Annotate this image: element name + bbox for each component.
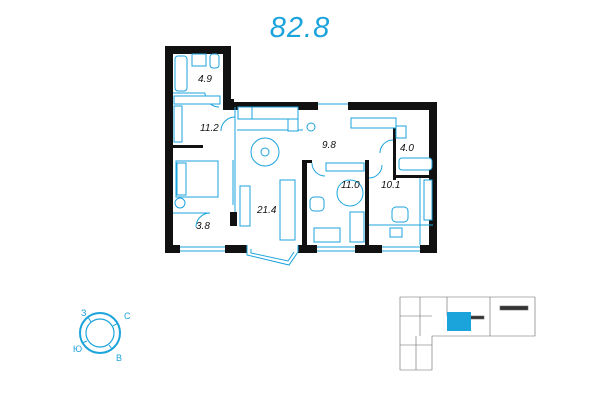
room-labels: 4.9 11.2 3.8 21.4 9.8 11.0 10.1 4.0 xyxy=(196,74,414,232)
dining-table-icon xyxy=(250,137,280,167)
interior-lines xyxy=(173,92,433,245)
wardrobe-icon xyxy=(350,117,397,129)
stove-icon xyxy=(287,118,299,132)
current-apartment-highlight xyxy=(447,312,471,331)
radiator-icon xyxy=(423,179,433,221)
sink-icon xyxy=(191,53,207,67)
armchair-icon xyxy=(391,206,409,223)
compass: З С В Ю xyxy=(73,308,131,363)
washer-icon xyxy=(306,122,316,132)
room-area-label: 3.8 xyxy=(196,221,210,232)
room-area-label: 21.4 xyxy=(256,205,277,216)
wardrobe-icon xyxy=(325,162,365,172)
tv-stand-icon xyxy=(239,185,251,227)
bathtub-icon xyxy=(398,157,433,171)
furniture xyxy=(173,53,433,243)
room-area-label: 9.8 xyxy=(322,140,336,151)
room-area-label: 4.0 xyxy=(400,143,414,154)
bathtub-icon xyxy=(174,55,188,92)
apartment-area-title: 82.8 xyxy=(269,12,331,44)
sofa-icon xyxy=(279,179,296,241)
desk-icon xyxy=(313,227,341,243)
room-area-label: 11.2 xyxy=(200,123,219,134)
outer-walls xyxy=(165,46,437,253)
toilet-icon xyxy=(209,53,220,69)
compass-west-label: З xyxy=(81,308,86,318)
wardrobe-icon xyxy=(173,105,183,143)
plant-icon xyxy=(174,197,186,209)
wardrobe-icon xyxy=(173,95,221,105)
compass-north-label: С xyxy=(124,311,131,321)
interior-walls xyxy=(173,99,435,249)
room-area-label: 11.0 xyxy=(341,180,360,191)
compass-east-label: В xyxy=(116,353,122,363)
windows xyxy=(180,102,420,266)
armchair-icon xyxy=(309,196,325,212)
kitchen-counter xyxy=(237,106,253,120)
compass-south-label: Ю xyxy=(73,344,82,354)
room-area-label: 4.9 xyxy=(198,74,212,85)
round-table-icon xyxy=(336,179,364,207)
room-area-label: 10.1 xyxy=(381,180,400,191)
floor-locator-map xyxy=(399,296,536,371)
